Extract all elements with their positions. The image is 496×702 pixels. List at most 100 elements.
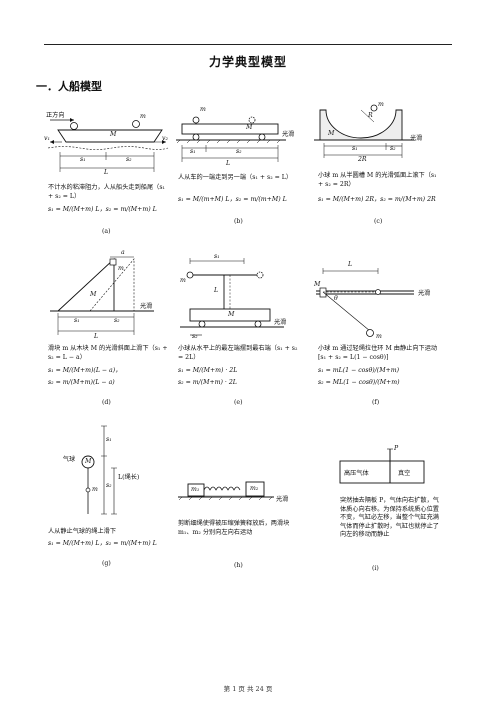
label-direction: 正方向 bbox=[46, 112, 65, 119]
label-M: M bbox=[314, 281, 321, 288]
caption-e: 小球从水平上的最左端摆到最右端（s₁ + s₂ = 2L） bbox=[178, 345, 298, 361]
label-m: m bbox=[376, 333, 382, 340]
label-2R: 2R bbox=[358, 156, 367, 163]
label-s2: s₂ bbox=[192, 333, 198, 340]
diagram-a bbox=[47, 118, 169, 172]
label-P: P bbox=[394, 445, 399, 452]
diagram-i bbox=[339, 448, 425, 484]
tag-i: (i) bbox=[372, 565, 379, 572]
label-smooth: 光滑 bbox=[410, 135, 423, 142]
page-footer: 第 1 页 共 24 页 bbox=[223, 685, 273, 693]
diagram-e bbox=[180, 258, 284, 336]
caption-h: 剪断细绳使得被压缩弹簧释放后，两滑块 m₁、m₂ 分别向左向右运动 bbox=[178, 520, 290, 536]
label-gas: 高压气体 bbox=[344, 470, 369, 477]
label-m: m bbox=[378, 101, 384, 108]
equation-b: s₁ = M/(m+M) L，s₂ = m/(m+M) L bbox=[178, 196, 287, 203]
label-m: m bbox=[180, 277, 186, 284]
equation-e1: s₁ = M/(M+m) · 2L bbox=[178, 367, 238, 374]
label-smooth: 光滑 bbox=[276, 496, 289, 503]
caption-a: 不计水的粘滞阻力，人从船头走到船尾（s₁ + s₂ = L） bbox=[48, 184, 166, 200]
label-s2: s₂ bbox=[390, 145, 396, 152]
label-L: L(绳长) bbox=[118, 474, 140, 481]
panel-a: 正方向 m M v₁ v₂ s₁ s₂ L 不计水的粘滞阻力，人从船头走到船尾（… bbox=[44, 100, 172, 245]
label-s1: s₁ bbox=[190, 148, 196, 155]
label-s1: s₁ bbox=[352, 145, 358, 152]
label-s1: s₁ bbox=[106, 436, 112, 443]
caption-f: 小球 m 通过轻绳拉住环 M 由静止向下运动 [s₁ + s₂ = L(1 − … bbox=[318, 345, 438, 361]
label-m: m bbox=[92, 486, 98, 493]
label-s2: s₂ bbox=[126, 156, 132, 163]
equation-d1: s₁ = M/(M+m)(L − a)， bbox=[48, 367, 122, 374]
label-theta: θ bbox=[334, 295, 338, 302]
diagram-f bbox=[316, 268, 414, 337]
label-s1: s₁ bbox=[74, 317, 80, 324]
panel-i: P 高压气体 真空 突然抽去隔板 P，气体向右扩散，气体质心向右移。为保持系统质… bbox=[314, 445, 442, 585]
panel-e: s₁ m L M 光滑 s₂ 小球从水平上的最左端摆到最右端（s₁ + s₂ =… bbox=[174, 253, 306, 415]
panel-h: m₁ m₂ 光滑 剪断细绳使得被压缩弹簧释放后，两滑块 m₁、m₂ 分别向左向右… bbox=[174, 470, 306, 585]
panel-g: 气球 M m s₁ s₂ L(绳长) 人从静止气球的绳上滑下 s₁ = M/(M… bbox=[44, 420, 172, 585]
equation-f1: s₁ = mL(1 − cosθ)/(M+m) bbox=[318, 367, 400, 374]
label-M: M bbox=[85, 458, 92, 465]
label-L: L bbox=[104, 169, 109, 176]
label-L: L bbox=[348, 261, 353, 268]
label-s2: s₂ bbox=[106, 482, 112, 489]
label-s1: s₁ bbox=[80, 156, 86, 163]
label-s1: s₁ bbox=[214, 253, 220, 260]
tag-b: (b) bbox=[234, 218, 243, 225]
diagram-h bbox=[178, 481, 274, 501]
diagram-c bbox=[314, 104, 414, 158]
label-vacuum: 真空 bbox=[398, 470, 411, 477]
equation-e2: s₂ = m/(M+m) · 2L bbox=[178, 379, 237, 386]
label-m: m bbox=[200, 106, 206, 113]
label-a: a bbox=[121, 249, 125, 256]
caption-b: 人从车的一端走到另一端（s₁ + s₂ = L） bbox=[178, 174, 293, 181]
diagram-g bbox=[81, 425, 117, 515]
tag-c: (c) bbox=[374, 218, 383, 225]
label-s2: s₂ bbox=[236, 148, 242, 155]
caption-c: 小球 m 从半圆槽 M 的光滑弧面上滚下（s₁ + s₂ = 2R） bbox=[318, 172, 437, 188]
label-s2: s₂ bbox=[114, 317, 120, 324]
diagram-b bbox=[176, 116, 286, 162]
label-v1: v₁ bbox=[44, 135, 50, 142]
label-L: L bbox=[214, 287, 219, 294]
section-heading: 一．人船模型 bbox=[36, 80, 102, 93]
panel-f: L M θ 光滑 m 小球 m 通过轻绳拉住环 M 由静止向下运动 [s₁ + … bbox=[314, 255, 442, 415]
label-M: M bbox=[110, 131, 117, 138]
label-M: M bbox=[246, 124, 253, 131]
panel-c: m R M 光滑 s₁ s₂ 2R 小球 m 从半圆槽 M 的光滑弧面上滚下（s… bbox=[314, 100, 442, 245]
label-balloon: 气球 bbox=[62, 456, 76, 463]
label-v2: v₂ bbox=[162, 135, 168, 142]
header-rule bbox=[44, 44, 452, 45]
page-title: 力学典型模型 bbox=[208, 55, 287, 69]
equation-d2: s₂ = m/(M+m)(L − a) bbox=[48, 379, 115, 386]
caption-d: 滑块 m 从木块 M 的光滑斜面上滑下（s₁ + s₂ = L − a） bbox=[48, 345, 168, 361]
equation-g: s₁ = M/(M+m) L，s₂ = m/(M+m) L bbox=[48, 540, 157, 547]
tag-d: (d) bbox=[102, 399, 111, 406]
label-M: M bbox=[228, 311, 235, 318]
label-M: M bbox=[90, 291, 97, 298]
label-m2: m₂ bbox=[250, 485, 259, 492]
label-smooth: 光滑 bbox=[140, 303, 153, 310]
equation-f2: s₂ = ML(1 − cosθ)/(M+m) bbox=[318, 379, 400, 386]
label-M: M bbox=[328, 130, 335, 137]
label-smooth: 光滑 bbox=[418, 290, 431, 297]
panel-d: a m M 光滑 s₁ s₂ L 滑块 m 从木块 M 的光滑斜面上滑下（s₁ … bbox=[44, 249, 172, 415]
equation-a: s₁ = M/(M+m) L，s₂ = m/(M+m) L bbox=[48, 206, 157, 213]
tag-e: (e) bbox=[234, 399, 243, 406]
tag-f: (f) bbox=[372, 399, 380, 406]
label-m: m bbox=[140, 113, 146, 120]
equation-c: s₁ = M/(M+m) 2R，s₂ = m/(M+m) 2R bbox=[318, 196, 436, 203]
label-m1: m₁ bbox=[191, 486, 200, 493]
panel-b: m M 光滑 s₁ s₂ L 人从车的一端走到另一端（s₁ + s₂ = L） … bbox=[174, 100, 306, 245]
caption-g: 人从静止气球的绳上滑下 bbox=[48, 528, 117, 535]
label-L: L bbox=[226, 160, 231, 167]
diagram-d bbox=[50, 256, 154, 335]
label-m: m bbox=[118, 265, 124, 272]
tag-a: (a) bbox=[102, 228, 111, 235]
label-smooth: 光滑 bbox=[274, 319, 287, 326]
label-L: L bbox=[94, 333, 99, 340]
label-R: R bbox=[368, 112, 373, 119]
label-smooth: 光滑 bbox=[282, 131, 295, 138]
tag-h: (h) bbox=[234, 562, 243, 569]
caption-i: 突然抽去隔板 P，气体向右扩散，气体质心向右移。为保持系统质心位置不变，气缸必左… bbox=[340, 497, 439, 539]
